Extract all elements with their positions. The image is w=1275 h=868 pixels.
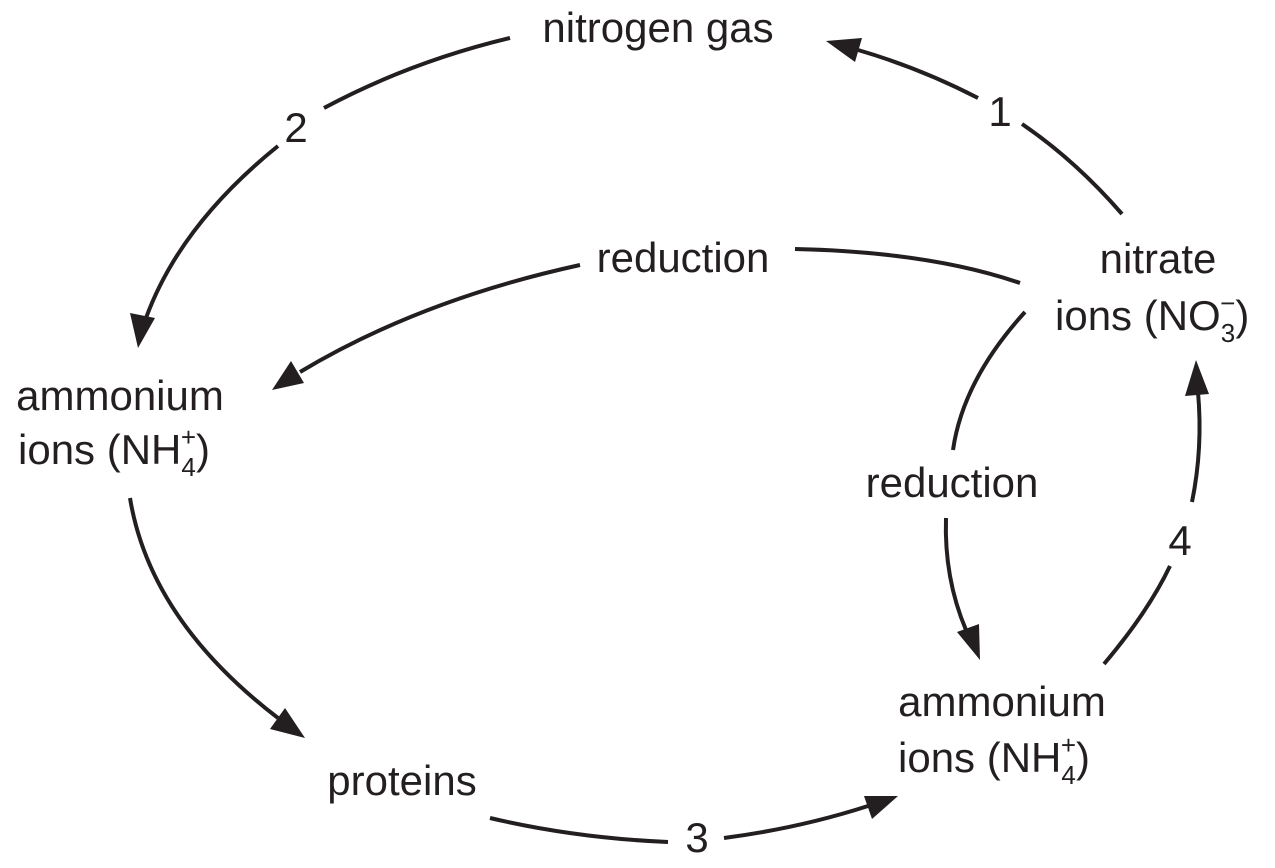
arrow-ammonium-left-to-proteins [128, 497, 305, 738]
nitrate-formula-suffix: ) [1235, 292, 1249, 339]
step-2-label: 2 [284, 104, 307, 151]
ammonium-right-line1: ammonium [898, 678, 1106, 725]
arrow-proteins-to-ammonium-right [489, 796, 898, 844]
ammonium-left-superscript: + [181, 422, 196, 452]
arrow-nitrate-to-nitrogen-gas [826, 38, 1124, 216]
nitrate-line2: ions (NO3−) [1055, 288, 1249, 348]
reduction-upper-right-segment [794, 247, 1021, 285]
reduction-upper-head [272, 361, 304, 390]
node-ammonium-right: ammonium ions (NH4+) [898, 678, 1106, 790]
reduction-upper-label: reduction [597, 234, 770, 281]
node-ammonium-left: ammonium ions (NH4+) [16, 372, 224, 482]
node-proteins: proteins [327, 757, 476, 804]
step-4-label: 4 [1168, 517, 1191, 564]
arrow-ammonium-to-proteins-head [270, 708, 305, 738]
step-1-label: 1 [988, 88, 1011, 135]
arrow-4-upper-segment [1190, 391, 1202, 503]
arrow-nitrogen-gas-to-ammonium-left [130, 36, 511, 348]
reduction-lower-upper-segment [951, 310, 1027, 451]
arrow-1-lower-segment [1020, 122, 1124, 216]
arrow-2-lower-segment [144, 144, 280, 319]
node-nitrate-ions: nitrate ions (NO3−) [1055, 235, 1249, 348]
ammonium-right-subscript: 4 [1061, 760, 1075, 790]
arrow-3-head [864, 796, 898, 819]
ammonium-right-line2: ions (NH4+) [898, 730, 1090, 790]
step-3-label: 3 [685, 814, 708, 861]
ammonium-left-formula-prefix: ions (NH [18, 426, 181, 473]
nitrate-superscript: − [1220, 288, 1235, 318]
arrow-ammonium-to-proteins-segment [128, 497, 280, 720]
ammonium-right-superscript: + [1061, 730, 1076, 760]
reduction-upper-left-segment [298, 263, 581, 374]
ammonium-left-line1: ammonium [16, 372, 224, 419]
nitrate-formula-prefix: ions (NO [1055, 292, 1221, 339]
reduction-lower-label: reduction [866, 459, 1039, 506]
reduction-lower-lower-segment [943, 517, 968, 631]
reduction-lower-head [957, 624, 980, 660]
ammonium-left-formula-suffix: ) [196, 426, 210, 473]
arrow-3-right-segment [723, 804, 869, 840]
arrow-4-head [1185, 360, 1209, 396]
ammonium-right-formula-suffix: ) [1076, 734, 1090, 781]
ammonium-right-formula-prefix: ions (NH [898, 734, 1061, 781]
node-nitrogen-gas: nitrogen gas [542, 4, 773, 51]
ammonium-left-line2: ions (NH4+) [18, 422, 210, 482]
arrow-3-left-segment [489, 816, 669, 844]
arrow-2-upper-segment [323, 36, 511, 110]
arrow-reduction-to-ammonium-left [272, 247, 1021, 390]
arrow-1-head [826, 38, 862, 62]
nitrate-line1: nitrate [1100, 235, 1217, 282]
arrow-4-lower-segment [1102, 565, 1172, 666]
ammonium-left-subscript: 4 [181, 452, 195, 482]
arrow-2-head [130, 313, 155, 348]
arrow-reduction-to-ammonium-right [943, 310, 1027, 660]
arrow-1-upper-segment [857, 48, 979, 100]
nitrate-subscript: 3 [1221, 318, 1235, 348]
arrow-ammonium-right-to-nitrate [1102, 360, 1209, 666]
